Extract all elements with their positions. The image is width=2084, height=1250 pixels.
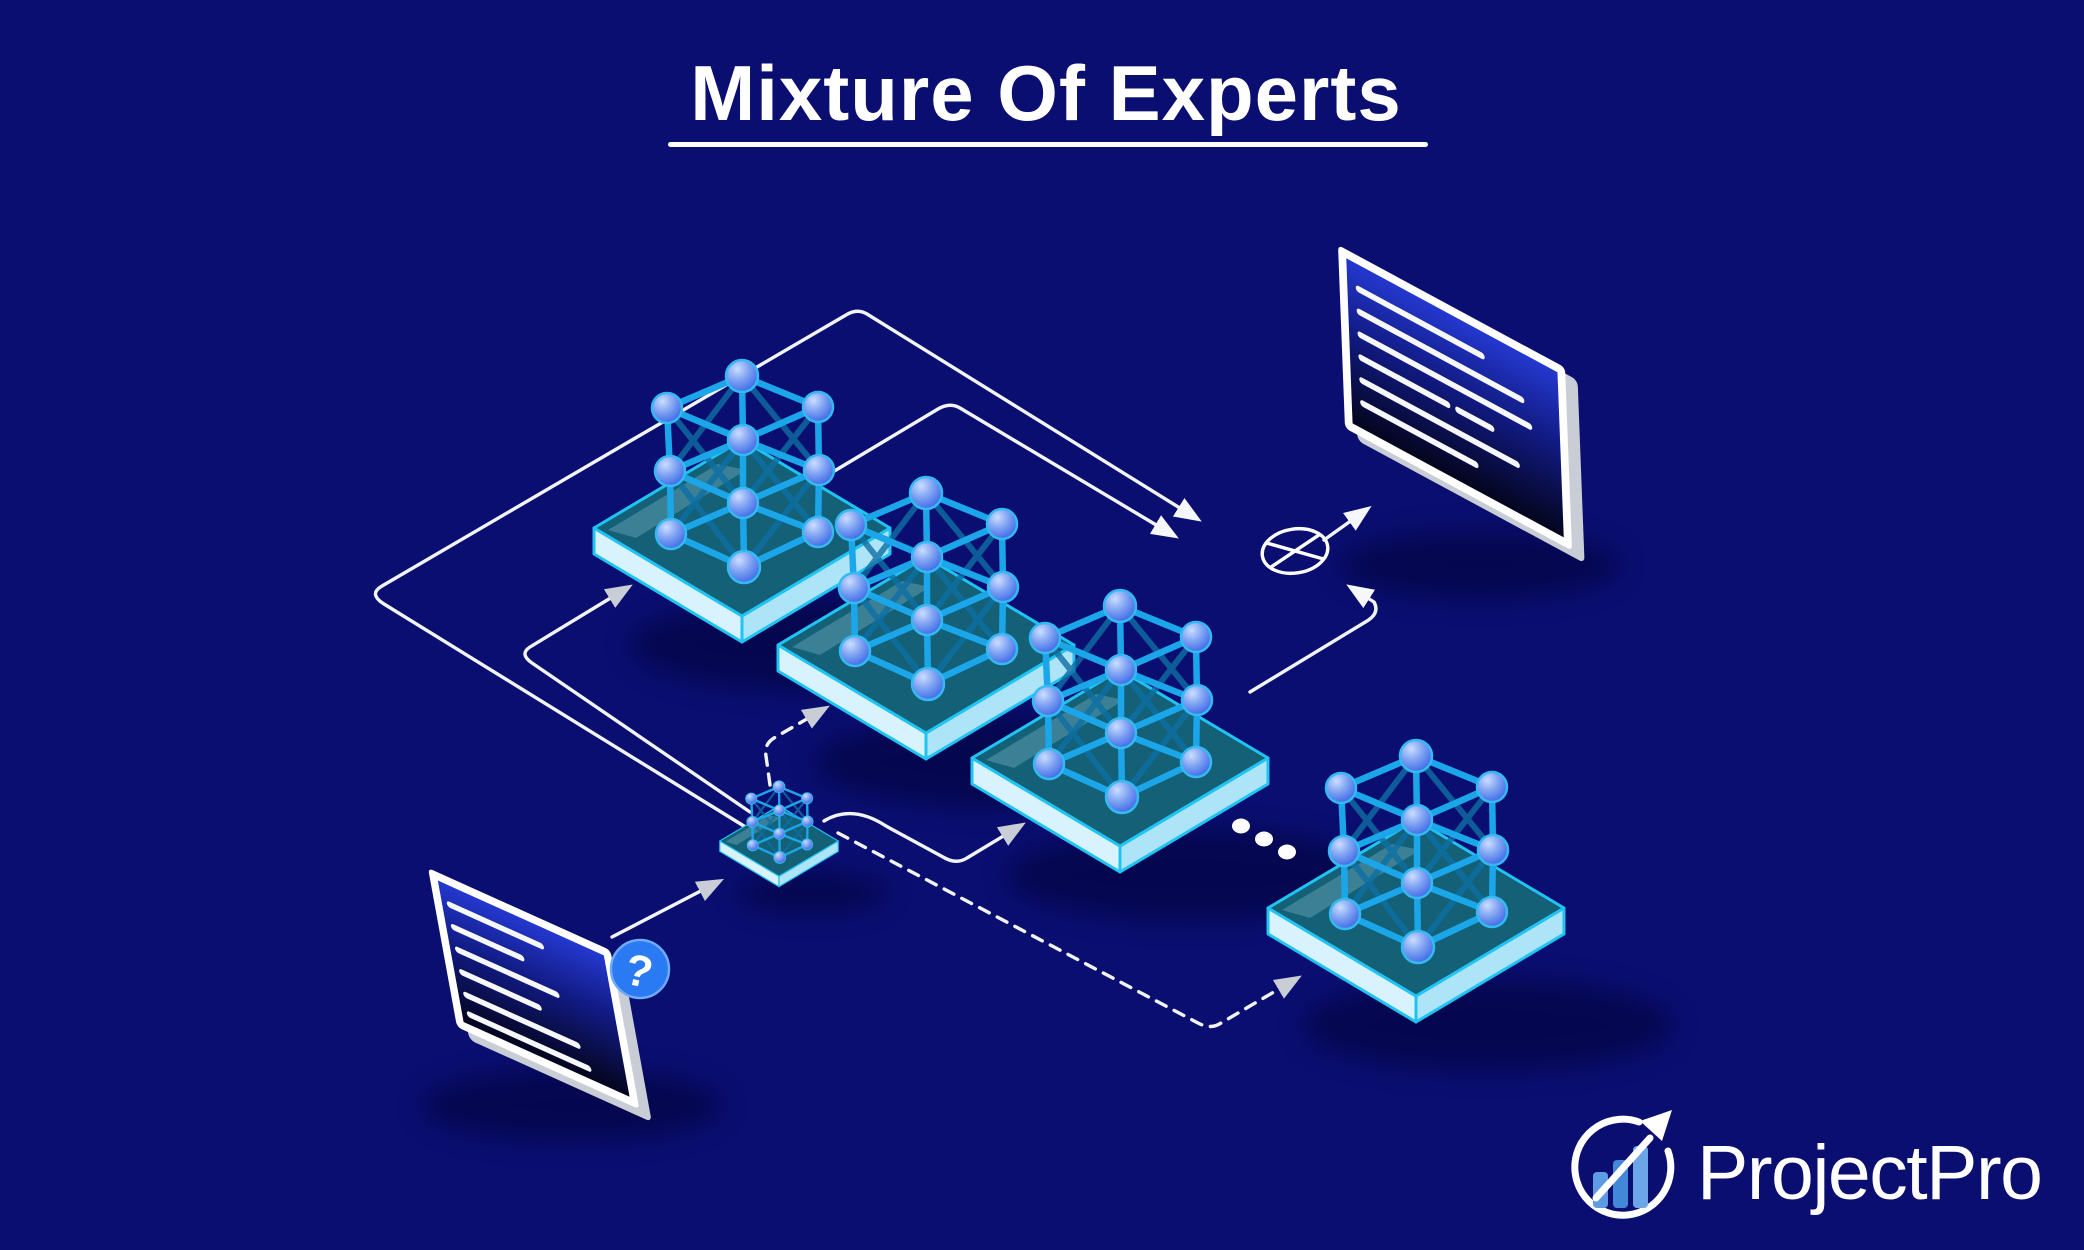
page-title: Mixture Of Experts [690, 49, 1402, 137]
flow-lines [373, 309, 1378, 1029]
title-block: Mixture Of Experts [668, 49, 1428, 147]
route-to-expert3-line [822, 811, 1026, 863]
question-badge-icon: ? [609, 938, 671, 1000]
combiner-to-output-arrow [1322, 506, 1372, 542]
output-card-text-lines [1355, 285, 1533, 469]
input-card [428, 869, 651, 1121]
combine-icon [1260, 526, 1330, 576]
brand-name: ProjectPro [1697, 1130, 2041, 1216]
ellipsis-dots [1232, 818, 1296, 860]
route-to-expert4-dashed-line [836, 831, 1302, 1029]
input-card-text-lines [446, 901, 592, 1072]
brand-logo: ProjectPro [1571, 1110, 2043, 1219]
expert3-output-line [1248, 584, 1378, 694]
route-to-expert1-line [523, 584, 752, 814]
expert1-output-line [824, 403, 1179, 539]
route-to-expert2-dashed-line [763, 705, 830, 787]
gating-to-combiner-line [373, 309, 1202, 833]
growth-chart-icon [1571, 1110, 1675, 1219]
input-to-gating-arrow [610, 878, 725, 939]
output-card [1338, 246, 1585, 562]
title-underline [668, 142, 1428, 147]
